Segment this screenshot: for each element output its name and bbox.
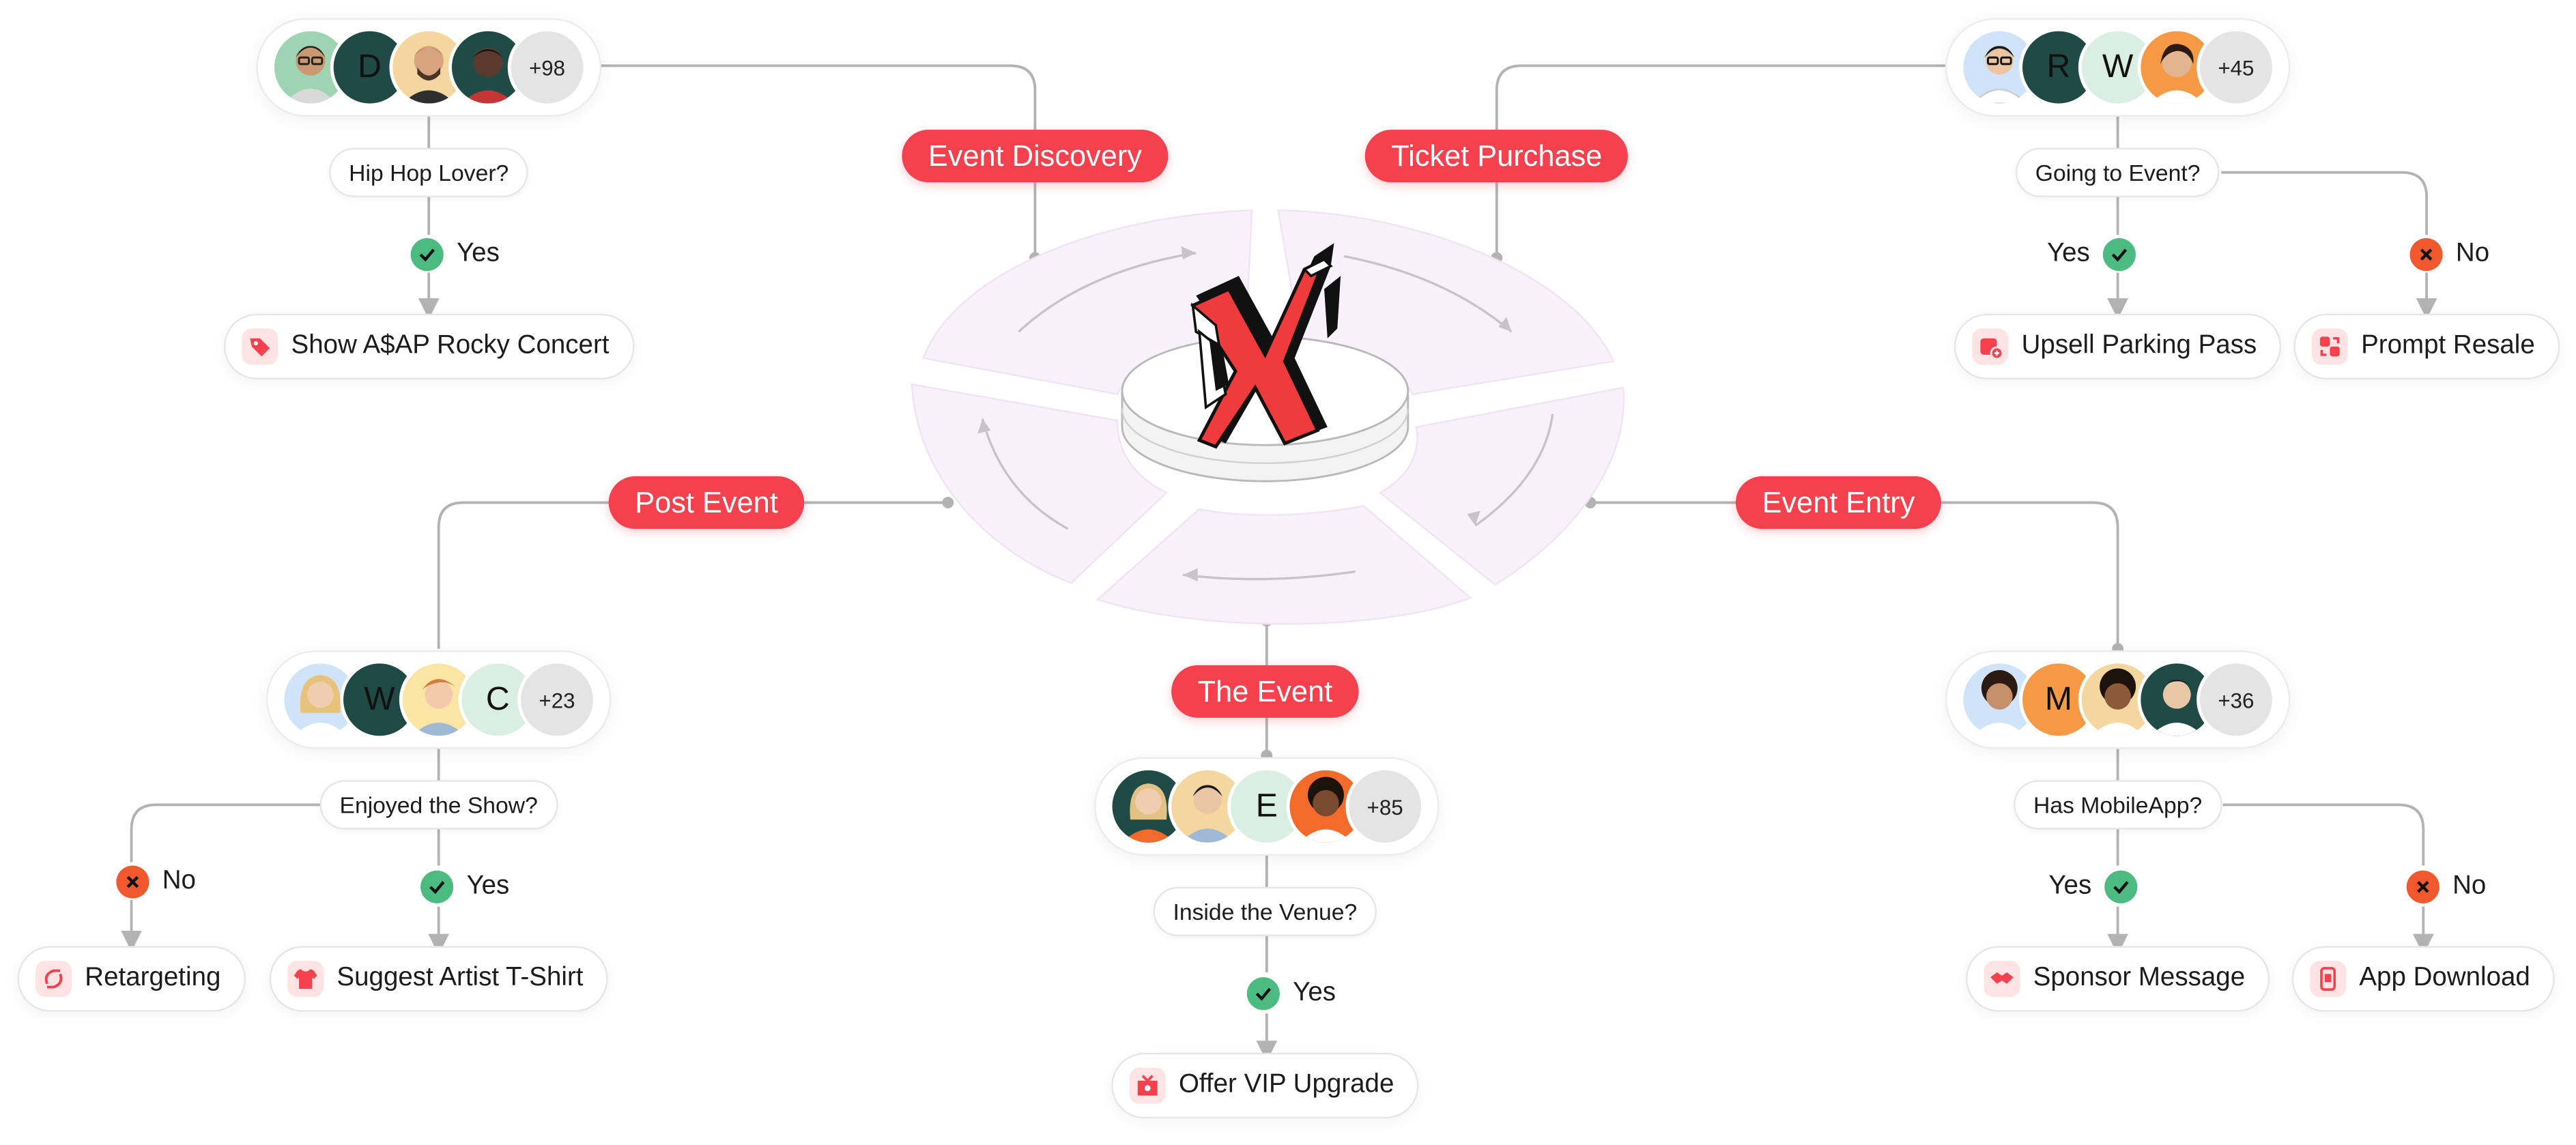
more-count-badge: +85 [1345, 767, 1425, 846]
handshake-icon [1984, 961, 2020, 998]
person-glasses-avatar [271, 27, 350, 107]
audience-group-post[interactable]: W C +23 [266, 650, 612, 749]
answer-no: No [2409, 238, 2490, 272]
answer-label: Yes [1293, 979, 1336, 1007]
tshirt-icon [287, 961, 324, 998]
question-hip-hop-lover: Hip Hop Lover? [329, 147, 529, 197]
answer-yes: Yes [2046, 238, 2136, 272]
person-curly-avatar [1286, 767, 1366, 846]
vip-icon [1129, 1067, 1166, 1104]
action-prompt-resale[interactable]: Prompt Resale [2293, 313, 2560, 380]
check-icon [410, 238, 444, 272]
answer-label: No [162, 867, 196, 895]
audience-group-purchase[interactable]: R W +45 [1945, 18, 2291, 117]
audience-group-event[interactable]: E +85 [1094, 757, 1440, 856]
action-label: Show A$AP Rocky Concert [291, 332, 610, 360]
resale-icon [2311, 328, 2348, 365]
retarget-icon [35, 961, 72, 998]
answer-label: No [2455, 240, 2490, 268]
stage-event-discovery[interactable]: Event Discovery [902, 130, 1169, 183]
action-retargeting[interactable]: Retargeting [17, 946, 246, 1012]
more-count-badge: +23 [517, 660, 597, 740]
stage-post-event[interactable]: Post Event [608, 476, 805, 530]
action-label: Prompt Resale [2361, 332, 2535, 360]
stage-event-entry[interactable]: Event Entry [1735, 476, 1941, 530]
answer-label: Yes [457, 240, 500, 268]
check-icon [2104, 870, 2138, 903]
action-sponsor-message[interactable]: Sponsor Message [1966, 946, 2270, 1012]
action-show-concert[interactable]: Show A$AP Rocky Concert [223, 313, 634, 380]
question-inside-venue: Inside the Venue? [1153, 886, 1377, 936]
action-upsell-parking[interactable]: Upsell Parking Pass [1954, 313, 2282, 380]
person-curly-dark-avatar [2078, 660, 2158, 740]
audience-group-discovery[interactable]: D +98 [256, 18, 601, 117]
parking-pass-icon [1972, 328, 2009, 365]
person-glasses-avatar [1960, 27, 2040, 107]
answer-yes: Yes [420, 870, 510, 903]
cross-icon [2409, 238, 2443, 272]
x-logo-icon [1190, 243, 1341, 449]
check-icon [2103, 238, 2136, 272]
action-app-download[interactable]: App Download [2291, 946, 2555, 1012]
question-has-mobileapp: Has MobileApp? [2014, 780, 2222, 830]
answer-label: Yes [2048, 872, 2092, 901]
check-icon [1246, 977, 1280, 1011]
action-label: Offer VIP Upgrade [1178, 1071, 1394, 1099]
action-label: Upsell Parking Pass [2021, 332, 2257, 360]
tag-icon [242, 328, 278, 365]
answer-label: Yes [466, 872, 510, 901]
answer-no: No [2406, 870, 2487, 903]
question-enjoyed-show: Enjoyed the Show? [319, 780, 558, 830]
more-count-badge: +98 [507, 27, 587, 107]
letter-avatar: W [340, 660, 419, 740]
action-label: Suggest Artist T-Shirt [337, 963, 584, 992]
more-count-badge: +36 [2196, 660, 2276, 740]
hub-cycle-wheel [911, 209, 1625, 625]
action-label: App Download [2359, 963, 2530, 992]
stage-ticket-purchase[interactable]: Ticket Purchase [1364, 130, 1629, 183]
more-count-badge: +45 [2196, 27, 2276, 107]
answer-no: No [116, 865, 196, 899]
question-going-to-event: Going to Event? [2015, 147, 2220, 197]
action-label: Sponsor Message [2033, 963, 2246, 992]
answer-yes: Yes [1246, 977, 1336, 1011]
answer-label: No [2452, 872, 2487, 901]
answer-yes: Yes [410, 238, 500, 272]
action-label: Retargeting [85, 963, 221, 992]
phone-icon [2310, 961, 2347, 998]
check-icon [420, 870, 454, 903]
answer-yes: Yes [2048, 870, 2138, 903]
answer-label: Yes [2046, 240, 2090, 268]
cross-icon [2406, 870, 2439, 903]
cross-icon [116, 865, 149, 899]
action-offer-vip[interactable]: Offer VIP Upgrade [1111, 1052, 1419, 1119]
person-blonde-avatar [281, 660, 360, 740]
action-suggest-tshirt[interactable]: Suggest Artist T-Shirt [269, 946, 608, 1012]
audience-group-entry[interactable]: M +36 [1945, 650, 2291, 749]
stage-the-event[interactable]: The Event [1171, 665, 1359, 718]
